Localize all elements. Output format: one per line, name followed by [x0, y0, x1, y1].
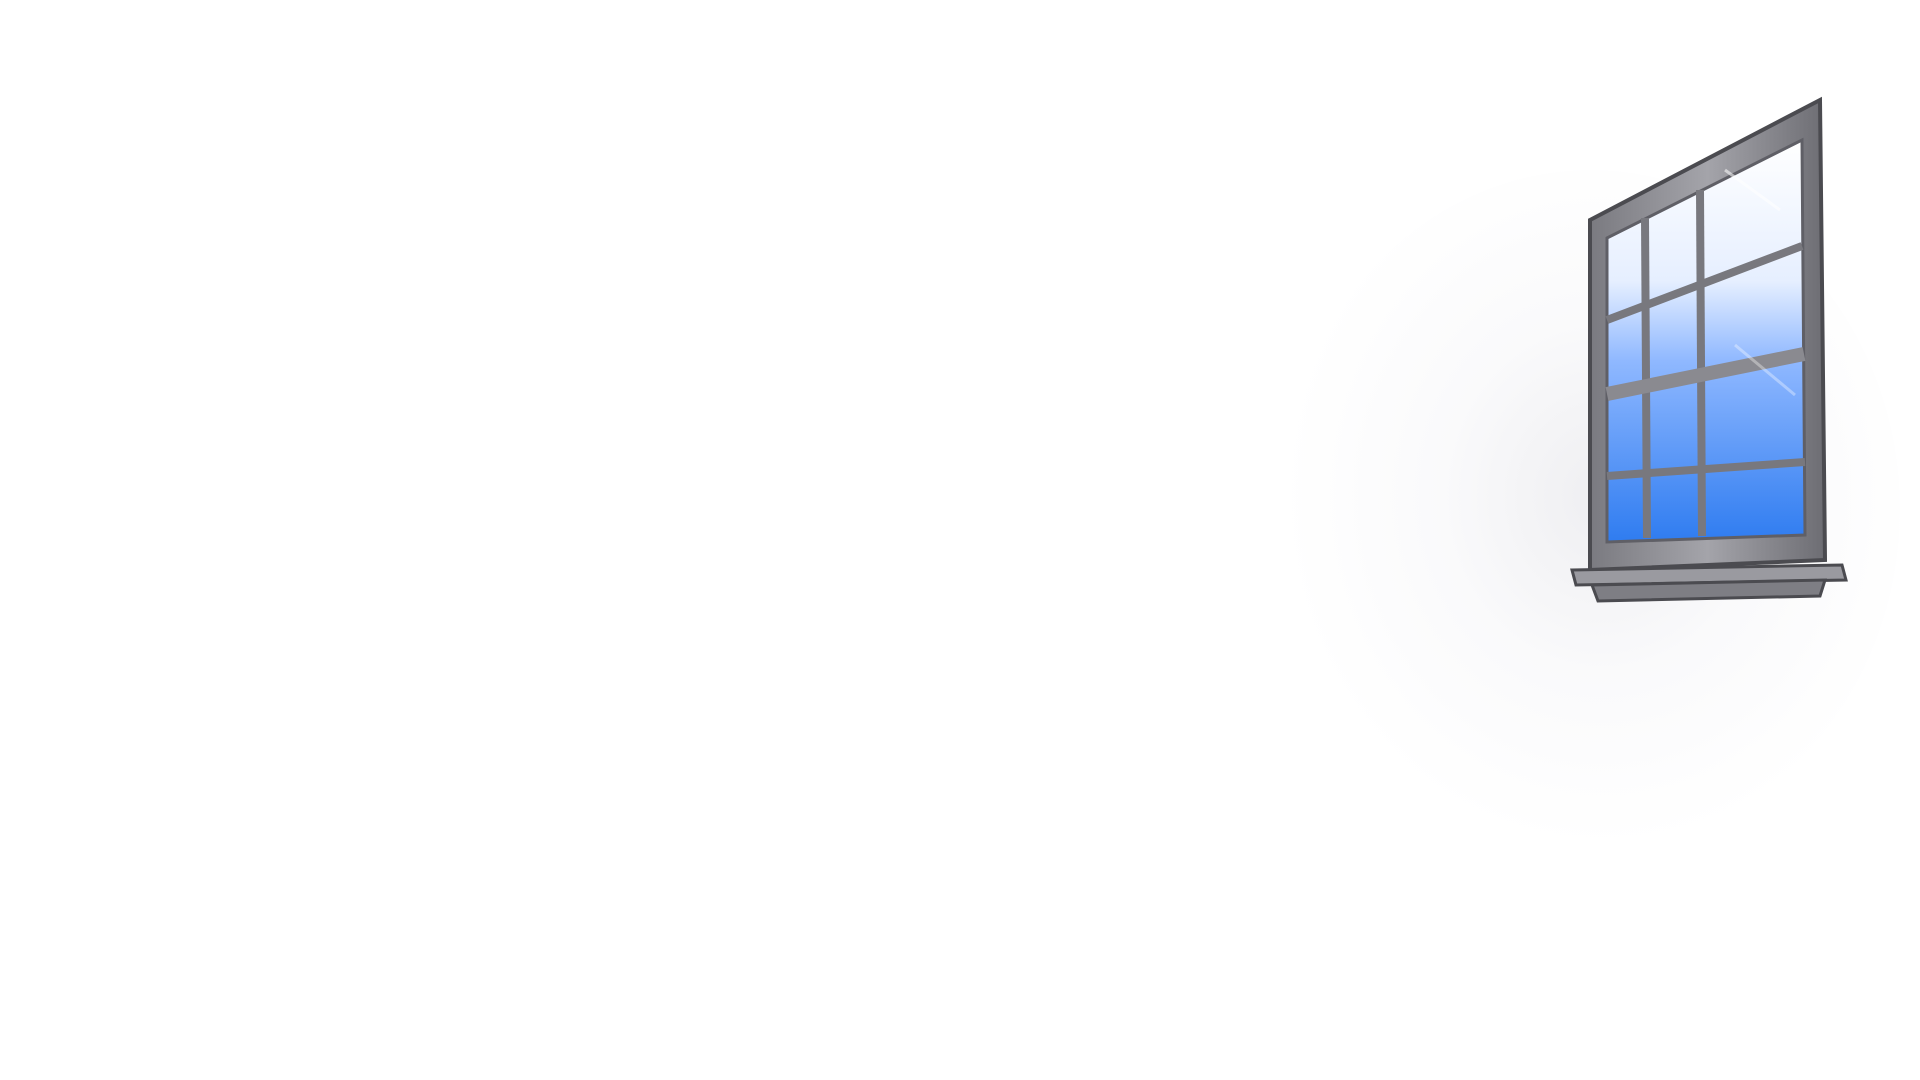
window-sill-base — [1589, 578, 1828, 603]
window-muntin-horizontal-1 — [1605, 242, 1804, 324]
window-glass-highlight-2 — [1734, 343, 1796, 397]
window-icon[interactable] — [1550, 90, 1850, 610]
window-glass — [1605, 137, 1807, 544]
window-meeting-rail — [1605, 347, 1806, 401]
window-muntin-horizontal-2 — [1606, 458, 1806, 480]
window-glass-highlight-1 — [1724, 168, 1781, 212]
window-muntin-vertical-1 — [1641, 217, 1651, 539]
window-muntin-vertical-2 — [1696, 189, 1706, 537]
